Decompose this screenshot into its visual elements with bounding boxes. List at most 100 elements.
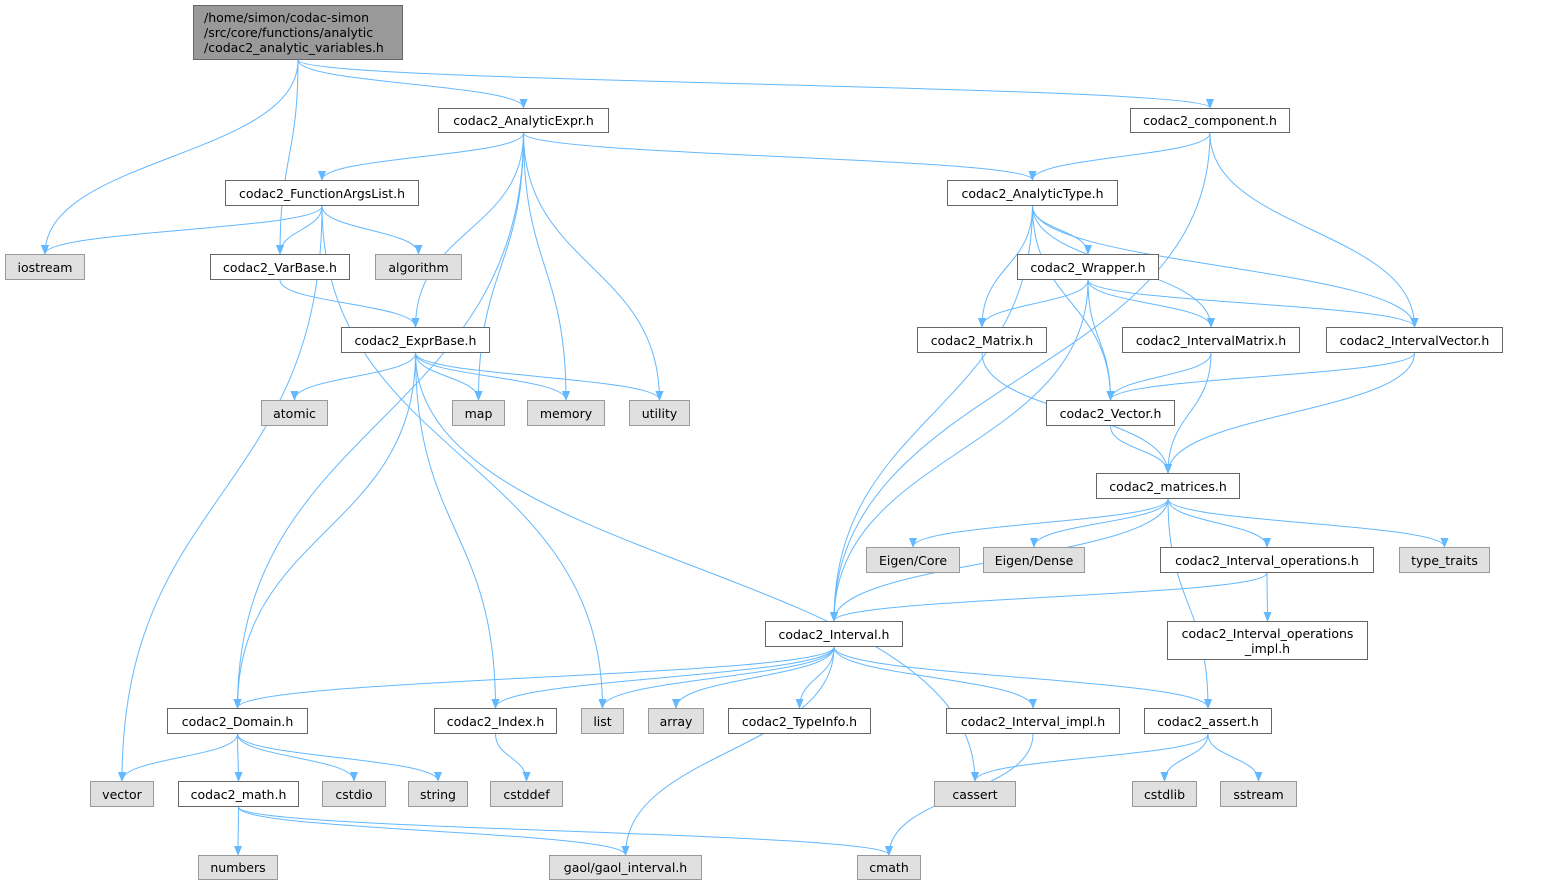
edge-intervalops-to-intervalopsimpl [1263, 572, 1272, 622]
node-root: /home/simon/codac-simon /src/core/functi… [193, 5, 403, 60]
edge-intervalops-to-interval [830, 572, 1268, 622]
node-functionargslist[interactable]: codac2_FunctionArgsList.h [225, 180, 419, 206]
node-string: string [408, 781, 468, 807]
edge-root-to-component [297, 59, 1214, 109]
edge-analytictype-to-wrapper [1032, 205, 1092, 255]
edge-analyticexpr-to-memory [523, 132, 570, 401]
edge-component-to-intervalvector [1209, 132, 1419, 328]
node-type_traits: type_traits [1399, 547, 1490, 573]
node-atomic: atomic [261, 400, 328, 426]
edge-functionargslist-to-varbase [276, 205, 323, 255]
edge-assert-to-sstream [1207, 733, 1263, 782]
node-cassert: cassert [934, 781, 1016, 807]
edge-vector-to-matrices [1110, 425, 1172, 474]
edge-intervalmatrix-to-matrices [1164, 352, 1212, 474]
edge-wrapper-to-matrix [978, 279, 1089, 328]
edge-exprbase-to-memory [415, 352, 570, 401]
node-component[interactable]: codac2_component.h [1130, 108, 1290, 133]
node-intervalvector[interactable]: codac2_IntervalVector.h [1326, 327, 1503, 353]
node-matrix[interactable]: codac2_Matrix.h [917, 327, 1047, 353]
edge-root-to-analyticexpr [297, 59, 528, 109]
edge-functionargslist-to-algorithm [321, 205, 423, 255]
node-vector[interactable]: codac2_Vector.h [1046, 400, 1175, 426]
edge-analyticexpr-to-utility [523, 132, 664, 401]
edge-analyticexpr-to-map [474, 132, 524, 401]
node-map: map [452, 400, 505, 426]
edge-interval-to-array [672, 646, 835, 709]
node-sstream: sstream [1220, 781, 1297, 807]
edge-analyticexpr-to-analytictype [523, 132, 1037, 181]
node-utility: utility [629, 400, 690, 426]
edge-analytictype-to-interval [830, 205, 1033, 622]
node-iostream: iostream [5, 254, 85, 280]
node-domain[interactable]: codac2_Domain.h [167, 708, 308, 734]
edge-root-to-varbase [276, 59, 299, 255]
edge-domain-to-math [234, 733, 243, 782]
edge-exprbase-to-map [415, 352, 483, 401]
node-eigencore: Eigen/Core [866, 547, 960, 573]
edge-domain-to-vector [118, 733, 238, 782]
node-matrices[interactable]: codac2_matrices.h [1096, 473, 1240, 499]
edge-exprbase-to-cassert [415, 352, 979, 782]
edge-interval-to-assert [833, 646, 1212, 709]
node-cstdlib: cstdlib [1132, 781, 1197, 807]
node-gaol: gaol/gaol_interval.h [549, 855, 702, 880]
node-varbase[interactable]: codac2_VarBase.h [210, 254, 350, 280]
edge-wrapper-to-interval [830, 279, 1089, 622]
edge-interval-to-domain [233, 646, 835, 709]
node-typeinfo[interactable]: codac2_TypeInfo.h [728, 708, 871, 734]
node-wrapper[interactable]: codac2_Wrapper.h [1017, 254, 1159, 280]
edge-matrices-to-type_traits [1167, 498, 1449, 548]
node-intervalimpl[interactable]: codac2_Interval_impl.h [946, 708, 1120, 734]
edge-domain-to-string [237, 733, 442, 782]
node-assert[interactable]: codac2_assert.h [1144, 708, 1272, 734]
node-numbers: numbers [198, 855, 278, 880]
edge-math-to-cmath [238, 806, 893, 856]
node-eigendense: Eigen/Dense [983, 547, 1085, 573]
node-exprbase[interactable]: codac2_ExprBase.h [341, 327, 490, 353]
edge-assert-to-cstdlib [1160, 733, 1209, 782]
edge-interval-to-list [598, 646, 835, 709]
edge-analytictype-to-vector [1032, 205, 1115, 401]
node-analytictype[interactable]: codac2_AnalyticType.h [947, 180, 1118, 206]
node-cmath: cmath [857, 855, 921, 880]
node-math[interactable]: codac2_math.h [178, 781, 299, 807]
edge-analytictype-to-matrix [978, 205, 1033, 328]
node-intervalopsimpl[interactable]: codac2_Interval_operations _impl.h [1167, 621, 1368, 660]
node-memory: memory [527, 400, 605, 426]
edge-functionargslist-to-vector [118, 205, 323, 782]
node-interval[interactable]: codac2_Interval.h [765, 621, 903, 647]
node-cstddef: cstddef [490, 781, 563, 807]
edge-intervalmatrix-to-vector [1106, 352, 1212, 401]
node-vector: vector [90, 781, 154, 807]
edge-component-to-analytictype [1028, 132, 1211, 181]
edge-assert-to-cassert [971, 733, 1209, 782]
edge-matrices-to-intervalops [1167, 498, 1271, 548]
node-cstdio: cstdio [322, 781, 386, 807]
edge-root-to-iostream [41, 59, 299, 255]
node-intervalmatrix[interactable]: codac2_IntervalMatrix.h [1122, 327, 1300, 353]
edge-analyticexpr-to-functionargslist [318, 132, 524, 181]
node-intervalops[interactable]: codac2_Interval_operations.h [1160, 547, 1374, 573]
edge-wrapper-to-intervalmatrix [1087, 279, 1215, 328]
edge-matrices-to-eigendense [1030, 498, 1169, 548]
edge-analyticexpr-to-domain [233, 132, 524, 709]
edge-exprbase-to-index [415, 352, 500, 709]
edge-analytictype-to-intervalvector [1032, 205, 1419, 328]
node-index[interactable]: codac2_Index.h [434, 708, 557, 734]
edge-matrices-to-eigencore [909, 498, 1169, 548]
edge-index-to-cstddef [495, 733, 531, 782]
edge-functionargslist-to-iostream [41, 205, 323, 255]
edge-wrapper-to-vector [1087, 279, 1115, 401]
edge-math-to-gaol [238, 806, 630, 856]
edge-matrices-to-assert [1167, 498, 1212, 709]
edge-functionargslist-to-list [321, 205, 607, 709]
edge-interval-to-gaol [621, 646, 835, 856]
node-analyticexpr[interactable]: codac2_AnalyticExpr.h [438, 108, 609, 133]
node-list: list [581, 708, 624, 734]
edge-domain-to-cstdio [237, 733, 358, 782]
edge-interval-to-index [491, 646, 835, 709]
edge-exprbase-to-domain [233, 352, 416, 709]
edge-exprbase-to-utility [415, 352, 664, 401]
